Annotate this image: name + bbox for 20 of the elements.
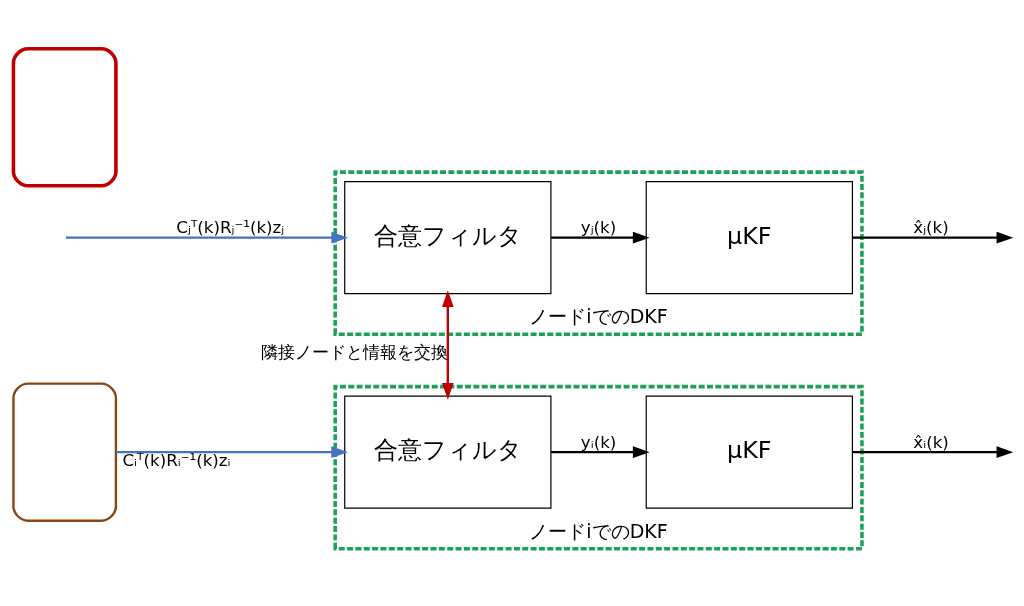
edge-label: yᵢ(k) (580, 432, 617, 452)
edge-label: Cⱼᵀ(k)Rⱼ⁻¹(k)zⱼ (176, 217, 285, 237)
node-box (11, 46, 118, 188)
node-box: 合意フィルタ (344, 180, 552, 294)
edge-label: x̂ⱼ(k) (913, 217, 949, 237)
arrow (551, 231, 650, 243)
arrow (116, 445, 348, 458)
arrow (852, 445, 1014, 458)
edge-label: 隣接ノードと情報を交換 (260, 342, 448, 362)
edge-label: x̂ᵢ(k) (913, 432, 949, 452)
edge-label: yⱼ(k) (580, 217, 617, 237)
arrow (441, 289, 454, 400)
node-box: μKF (645, 395, 853, 509)
arrow (551, 445, 650, 458)
node-box (12, 381, 118, 522)
edge-label: Cᵢᵀ(k)Rᵢ⁻¹(k)zᵢ (122, 450, 231, 470)
arrow (852, 231, 1014, 243)
arrow (65, 231, 349, 243)
node-box: μKF (645, 180, 853, 294)
node-box: 合意フィルタ (344, 395, 552, 509)
